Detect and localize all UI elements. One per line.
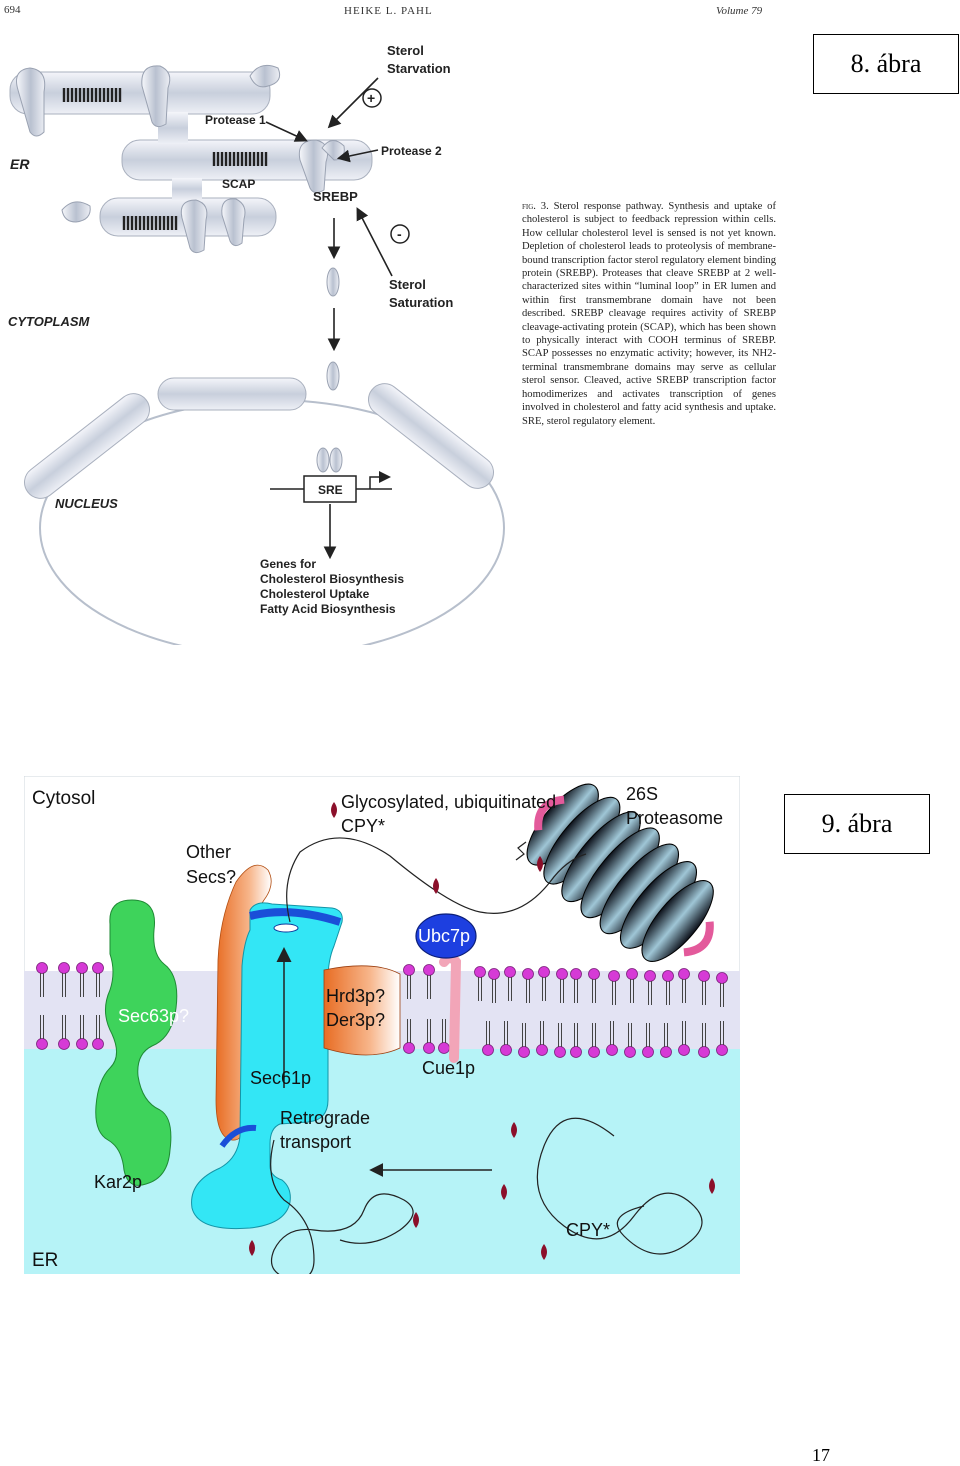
header-volume: Volume 79 (716, 5, 763, 17)
srebp-fragment-icon (326, 267, 340, 297)
cytosol-label: Cytosol (32, 788, 95, 809)
plus-sign: + (367, 90, 375, 106)
protease-1-label: Protease 1 (205, 113, 266, 127)
proteasome-26s (526, 783, 714, 962)
figure-8-label: 8. ábra (813, 34, 959, 94)
kar2p-label: Kar2p (94, 1172, 142, 1192)
transmembrane-helices (62, 88, 268, 230)
nuclear-pores (24, 377, 494, 499)
sec61-lumen-cap (219, 1124, 257, 1148)
sec63-kar2-complex (95, 899, 178, 1186)
retrograde-label-1: Retrograde (280, 1108, 370, 1128)
sre-label: SRE (318, 483, 343, 497)
header-author: HEIKE L. PAHL (344, 5, 433, 17)
transcription-start-arrow (369, 471, 391, 489)
protease-1-arrow (265, 121, 308, 142)
genes-line-3: Cholesterol Uptake (260, 587, 370, 601)
sterol-saturation-label: Sterol (389, 277, 426, 292)
starvation-arrow (327, 77, 379, 129)
sec61-cap (249, 908, 342, 926)
cpy-chain-lumen-1 (270, 1139, 414, 1274)
saturation-arrow (356, 207, 393, 277)
header-page-number: 694 (4, 4, 21, 16)
other-secs-label-1: Other (186, 842, 231, 862)
cpy-chain-break (515, 841, 527, 861)
cytoplasm-label: CYTOPLASM (8, 314, 91, 329)
scap-label: SCAP (222, 177, 255, 191)
srebp-dimer-b-icon (329, 447, 343, 473)
sterol-pathway-diagram: Sterol Starvation + Protease 1 Protease … (8, 43, 505, 645)
proteasome-label-2: Proteasome (626, 808, 723, 828)
glyco-label-2: CPY* (341, 816, 385, 836)
sterol-saturation-label-2: Saturation (389, 295, 453, 310)
retrograde-label-2: transport (280, 1132, 351, 1152)
srebp-label: SREBP (313, 189, 358, 204)
figure-9-label: 9. ábra (784, 794, 930, 854)
glyco-label-1: Glycosylated, ubiquitinated (341, 792, 556, 812)
sterol-starvation-label-2: Starvation (387, 61, 451, 76)
ubc7p-label: Ubc7p (418, 926, 470, 946)
sec61p-label: Sec61p (250, 1068, 311, 1088)
protease-2-arrow (336, 149, 379, 163)
proteasome-label-1: 26S (626, 784, 658, 804)
caption-fig-label: fig. 3. (522, 201, 549, 212)
sec63p-label: Sec63p? (118, 1006, 189, 1026)
figure-8-caption: fig. 3. Sterol response pathway. Synthes… (522, 200, 776, 428)
cue1p-label: Cue1p (422, 1058, 475, 1078)
genes-line-4: Fatty Acid Biosynthesis (260, 602, 396, 616)
erad-diagram: Cytosol Glycosylated, ubiquitinated CPY*… (24, 776, 740, 1274)
genes-line-2: Cholesterol Biosynthesis (260, 572, 404, 586)
translocon-pore (273, 923, 299, 933)
other-secs-label-2: Secs? (186, 867, 236, 887)
hrd3-der3-protein (323, 965, 401, 1056)
sterol-starvation-label: Sterol (387, 43, 424, 58)
page-number: 17 (812, 1445, 830, 1465)
nucleus-label: NUCLEUS (55, 496, 118, 511)
srebp-nuclear-fragment-icon (326, 361, 340, 391)
hrd3p-label-1: Hrd3p? (326, 986, 385, 1006)
plus-circle-icon (362, 88, 382, 108)
genes-line-1: Genes for (260, 557, 316, 571)
hrd3p-label-2: Der3p? (326, 1010, 385, 1030)
ubc7p-enzyme (415, 913, 477, 959)
sec61-channel (191, 902, 343, 1230)
minus-sign: - (397, 226, 402, 242)
er-label: ER (10, 156, 30, 172)
er-lumen-label: ER (32, 1250, 58, 1271)
protease-2-label: Protease 2 (381, 144, 442, 158)
srebp-dimer-a-icon (316, 447, 330, 473)
cpy-chain-lumen-2 (536, 1117, 703, 1255)
caption-text: Sterol response pathway. Synthesis and u… (522, 201, 777, 427)
cpy-star-label: CPY* (566, 1220, 610, 1240)
sre-box (303, 475, 357, 503)
minus-circle-icon (390, 224, 410, 244)
